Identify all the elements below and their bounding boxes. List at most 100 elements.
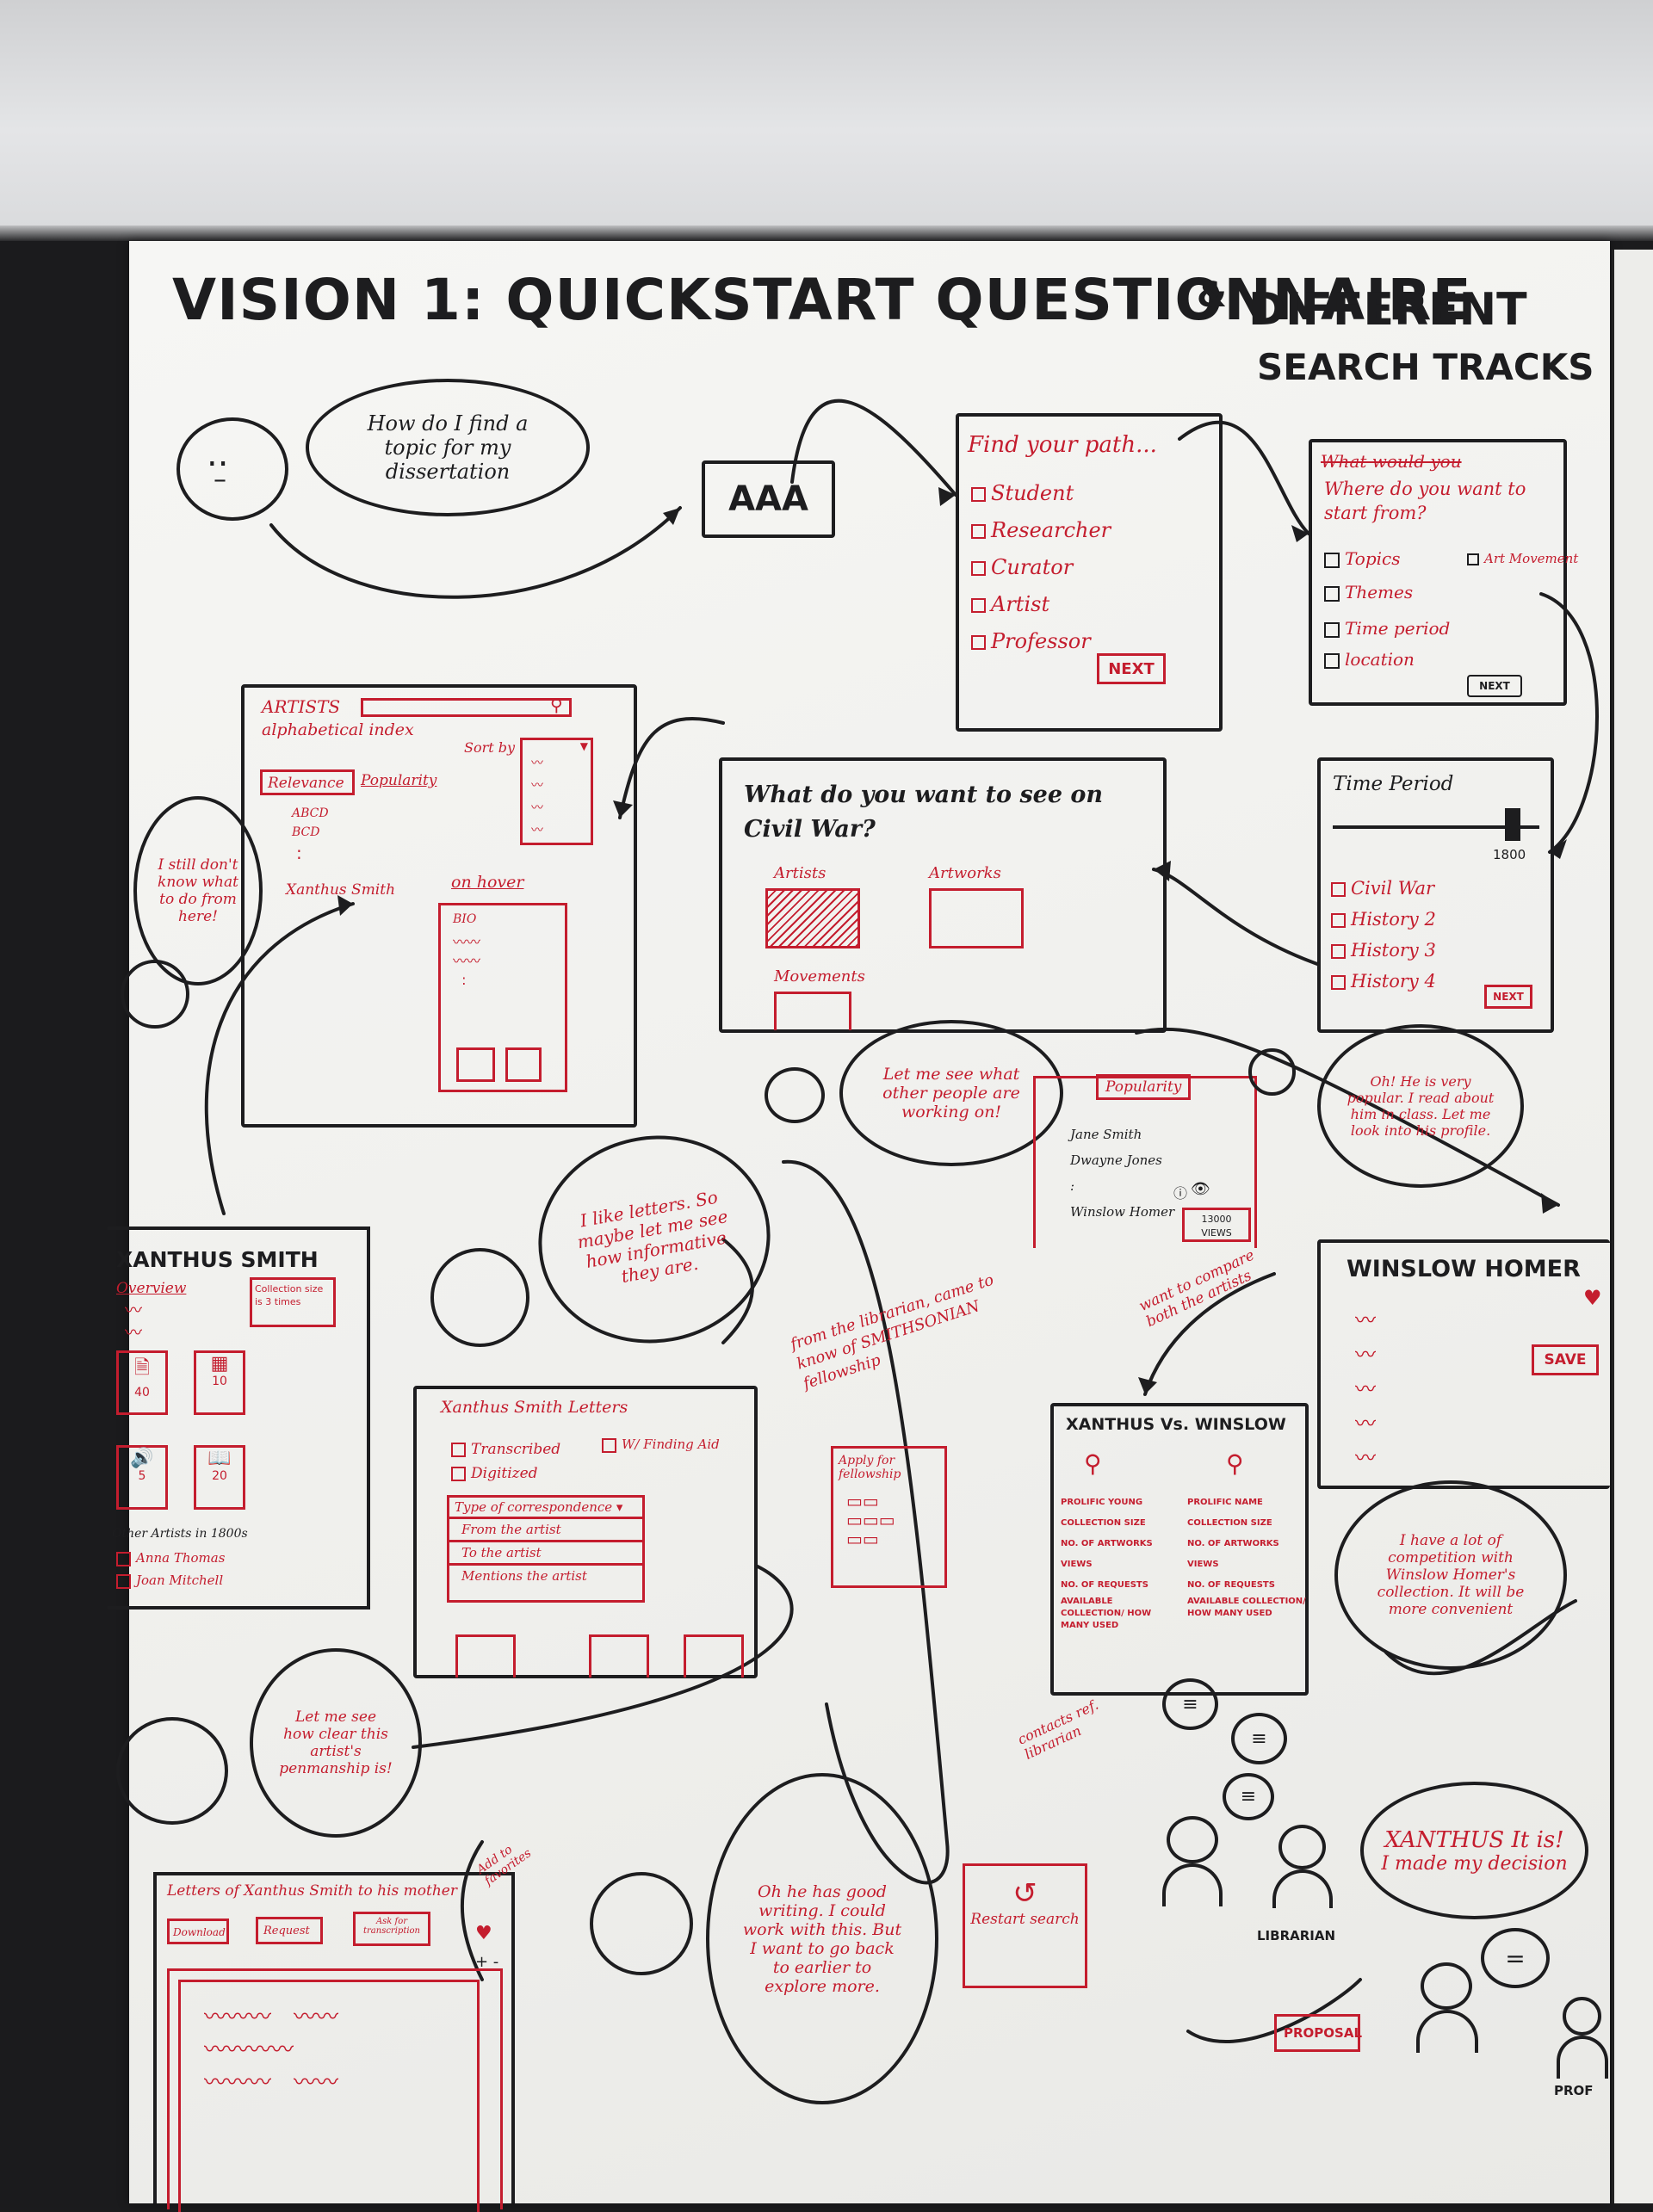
time-option-civil-war[interactable]: Civil War (1331, 873, 1436, 904)
checkbox[interactable] (971, 487, 986, 502)
start-next-button[interactable]: NEXT (1467, 675, 1522, 697)
letter-document-viewer[interactable]: 〰〰〰 〰〰〰〰〰〰〰〰〰 〰〰 (167, 1968, 503, 2212)
heart-icon[interactable]: ♥ (475, 1923, 492, 1944)
popularity-item[interactable]: Dwayne Jones (1070, 1152, 1162, 1168)
info-icon[interactable]: ⓘ (1173, 1185, 1188, 1202)
checkbox[interactable] (971, 561, 986, 576)
zoom-controls[interactable]: + - (475, 1953, 499, 1971)
aaa-site-box[interactable]: AAA (702, 460, 835, 538)
eye-icon: 👁 (1191, 1180, 1210, 1198)
winslow-scribble: 〰〰〰〰〰 (1355, 1308, 1376, 1470)
search-icon[interactable]: ⚲ (550, 695, 563, 715)
result-thumb[interactable] (455, 1634, 516, 1678)
start-option-topics[interactable]: Topics (1324, 548, 1401, 569)
sort-options[interactable]: 〰〰〰〰 (531, 757, 543, 837)
popularity-item-winslow[interactable]: Winslow Homer (1070, 1204, 1175, 1220)
overview-scribble: 〰〰 (125, 1300, 142, 1343)
tab-relevance[interactable]: Relevance (260, 769, 355, 795)
compare-right-column: PROLIFIC NAME COLLECTION SIZE NO. OF ART… (1187, 1492, 1308, 1620)
other-artist-joan[interactable]: Joan Mitchell (116, 1572, 223, 1589)
letters-tile[interactable]: 🗎 40 (116, 1350, 168, 1415)
dropdown-option[interactable]: To the artist (449, 1542, 642, 1566)
title-search-tracks: SEARCH TRACKS (1257, 346, 1594, 388)
checkbox[interactable] (1331, 975, 1346, 990)
time-option-history-3[interactable]: History 3 (1331, 935, 1436, 966)
checkbox-checked[interactable] (1331, 882, 1346, 897)
title-different: DIFFERENT (1248, 284, 1527, 336)
civil-artworks-tile[interactable] (929, 888, 1024, 948)
request-button[interactable]: Request (256, 1917, 323, 1944)
other-artist-anna[interactable]: Anna Thomas (116, 1550, 225, 1566)
download-button[interactable]: Download (167, 1919, 229, 1944)
images-tile[interactable]: ▦ 10 (194, 1350, 245, 1415)
checkbox[interactable] (1331, 913, 1346, 928)
restart-search-button[interactable]: Restart search (970, 1911, 1080, 1928)
xanthus-overview-tab[interactable]: Overview (116, 1280, 187, 1297)
path-option-professor[interactable]: Professor (971, 623, 1111, 660)
time-next-button[interactable]: NEXT (1484, 985, 1532, 1009)
artwork-thumb[interactable] (456, 1047, 495, 1082)
winslow-save-button[interactable]: SAVE (1532, 1344, 1599, 1375)
heart-icon[interactable]: ♥ (1583, 1286, 1602, 1310)
result-thumb[interactable] (589, 1634, 649, 1678)
books-tile[interactable]: 📖 20 (194, 1445, 245, 1510)
checkbox[interactable] (971, 598, 986, 613)
checkbox[interactable] (1467, 553, 1479, 565)
artist-link-xanthus[interactable]: Xanthus Smith (286, 881, 396, 899)
compare-heading: XANTHUS Vs. WINSLOW (1066, 1415, 1286, 1434)
popularity-item[interactable]: Jane Smith (1070, 1127, 1142, 1142)
civil-heading: What do you want to see on Civil War? (744, 782, 1104, 843)
correspondence-dropdown[interactable]: Type of correspondence ▾ From the artist… (447, 1495, 645, 1603)
checkbox[interactable] (602, 1437, 616, 1453)
path-next-button[interactable]: NEXT (1097, 653, 1166, 684)
apply-fellowship-button[interactable]: Apply for fellowship (839, 1454, 901, 1481)
path-option-artist[interactable]: Artist (971, 586, 1111, 623)
checkbox[interactable] (971, 524, 986, 539)
ask-transcription-button[interactable]: Ask for transcription (353, 1912, 430, 1946)
tab-popularity[interactable]: Popularity (361, 772, 437, 789)
start-option-themes[interactable]: Themes (1324, 582, 1413, 602)
path-option-curator[interactable]: Curator (971, 549, 1111, 586)
start-option-location[interactable]: location (1324, 649, 1415, 670)
filter-digitized[interactable]: Digitized (451, 1465, 538, 1482)
restart-icon[interactable]: ↺ (1012, 1876, 1037, 1911)
checkbox[interactable] (1324, 652, 1340, 669)
time-slider-handle[interactable] (1505, 808, 1520, 841)
checkbox[interactable] (971, 635, 986, 650)
time-slider-track[interactable] (1333, 825, 1539, 829)
librarian-label: LIBRARIAN (1257, 1928, 1336, 1943)
librarian-figure-body (1272, 1869, 1333, 1908)
checkbox[interactable] (451, 1443, 466, 1457)
proposal-document: PROPOSAL (1274, 2014, 1362, 2052)
audio-tile[interactable]: 🔊 5 (116, 1445, 168, 1510)
checkbox[interactable] (1324, 552, 1340, 568)
time-option-history-4[interactable]: History 4 (1331, 966, 1436, 997)
checkbox-checked[interactable] (451, 1467, 466, 1481)
person-thumb[interactable] (505, 1047, 542, 1082)
dropdown-option[interactable]: From the artist (449, 1519, 642, 1542)
time-option-history-2[interactable]: History 2 (1331, 904, 1436, 935)
path-option-student[interactable]: Student (971, 475, 1111, 512)
face-mouth: – (214, 465, 226, 495)
civil-artists-tile[interactable] (765, 888, 860, 948)
filter-transcribed[interactable]: Transcribed (451, 1441, 560, 1458)
start-option-time-period[interactable]: Time period (1324, 618, 1450, 639)
letters-row-1[interactable]: ABCD (292, 806, 329, 820)
stat-label: NO. OF REQUESTS (1061, 1580, 1148, 1590)
civil-movements-tile[interactable] (774, 992, 851, 1030)
compare-left-column: PROLIFIC YOUNG COLLECTION SIZE NO. OF AR… (1061, 1492, 1177, 1632)
dropdown-selected[interactable]: Type of correspondence ▾ (449, 1498, 642, 1519)
artists-sort-dropdown[interactable]: ▼ 〰〰〰〰 (520, 738, 593, 845)
start-option-art-movement[interactable]: Art Movement (1467, 551, 1578, 566)
artists-index-card: ARTISTS ⚲ alphabetical index Sort by ▼ 〰… (241, 684, 637, 1128)
result-thumb[interactable] (684, 1634, 744, 1678)
artists-search-input[interactable] (361, 698, 572, 717)
path-option-researcher[interactable]: Researcher (971, 512, 1111, 549)
letters-row-2[interactable]: BCD (292, 825, 320, 839)
checkbox-checked[interactable] (1324, 621, 1340, 638)
filter-finding-aid[interactable]: W/ Finding Aid (602, 1437, 720, 1453)
checkbox[interactable] (1324, 585, 1340, 602)
dropdown-option[interactable]: Mentions the artist (461, 1568, 587, 1584)
popularity-heading[interactable]: Popularity (1096, 1074, 1192, 1100)
checkbox[interactable] (1331, 944, 1346, 959)
